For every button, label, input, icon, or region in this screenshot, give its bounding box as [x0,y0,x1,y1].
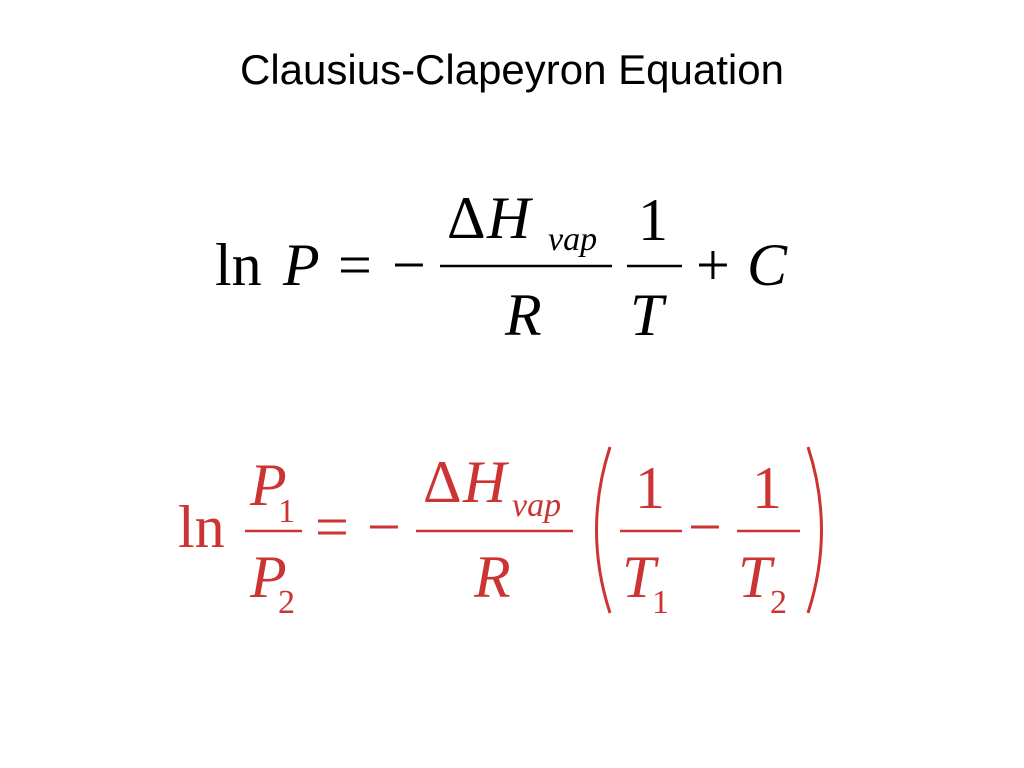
eq2-equals: = [315,494,349,560]
eq2-R: R [473,544,511,610]
eq2-P2: P [249,544,287,610]
eq1-equals: = [338,232,372,298]
eq2-T2: T [738,544,775,610]
eq2-T1: T [622,544,659,610]
equation-two-point-form: ln P 1 P 2 = − Δ H vap R 1 T 1 − 1 T 2 [178,446,823,621]
eq1-H: H [486,185,534,251]
eq1-one: 1 [638,187,668,253]
eq2-T2-subscript: 2 [770,584,787,621]
eq2-one-b: 1 [752,455,782,521]
eq2-P1-subscript: 1 [278,493,295,530]
eq1-R: R [504,282,542,348]
eq1-delta: Δ [447,185,486,251]
eq2-T1-subscript: 1 [652,584,669,621]
eq1-P: P [282,232,320,298]
eq1-ln: ln [215,232,262,298]
eq2-minus: − [367,494,401,560]
eq2-vap-subscript: vap [512,487,561,524]
eq1-plus: + [696,232,730,298]
eq2-one-a: 1 [635,455,665,521]
eq2-right-paren [806,446,823,614]
eq1-minus: − [392,232,426,298]
eq2-delta: Δ [423,449,462,515]
equation-general-form: ln P = − Δ H vap R 1 T + C [215,185,788,348]
eq2-P2-subscript: 2 [278,584,295,621]
eq1-T: T [630,282,667,348]
slide-title: Clausius-Clapeyron Equation [240,46,784,93]
eq1-C: C [747,232,788,298]
eq2-inner-minus: − [688,494,722,560]
eq2-ln: ln [178,494,225,560]
eq2-P1: P [249,452,287,518]
eq2-left-paren [595,446,612,614]
eq2-H: H [462,449,510,515]
eq1-vap-subscript: vap [548,221,597,258]
